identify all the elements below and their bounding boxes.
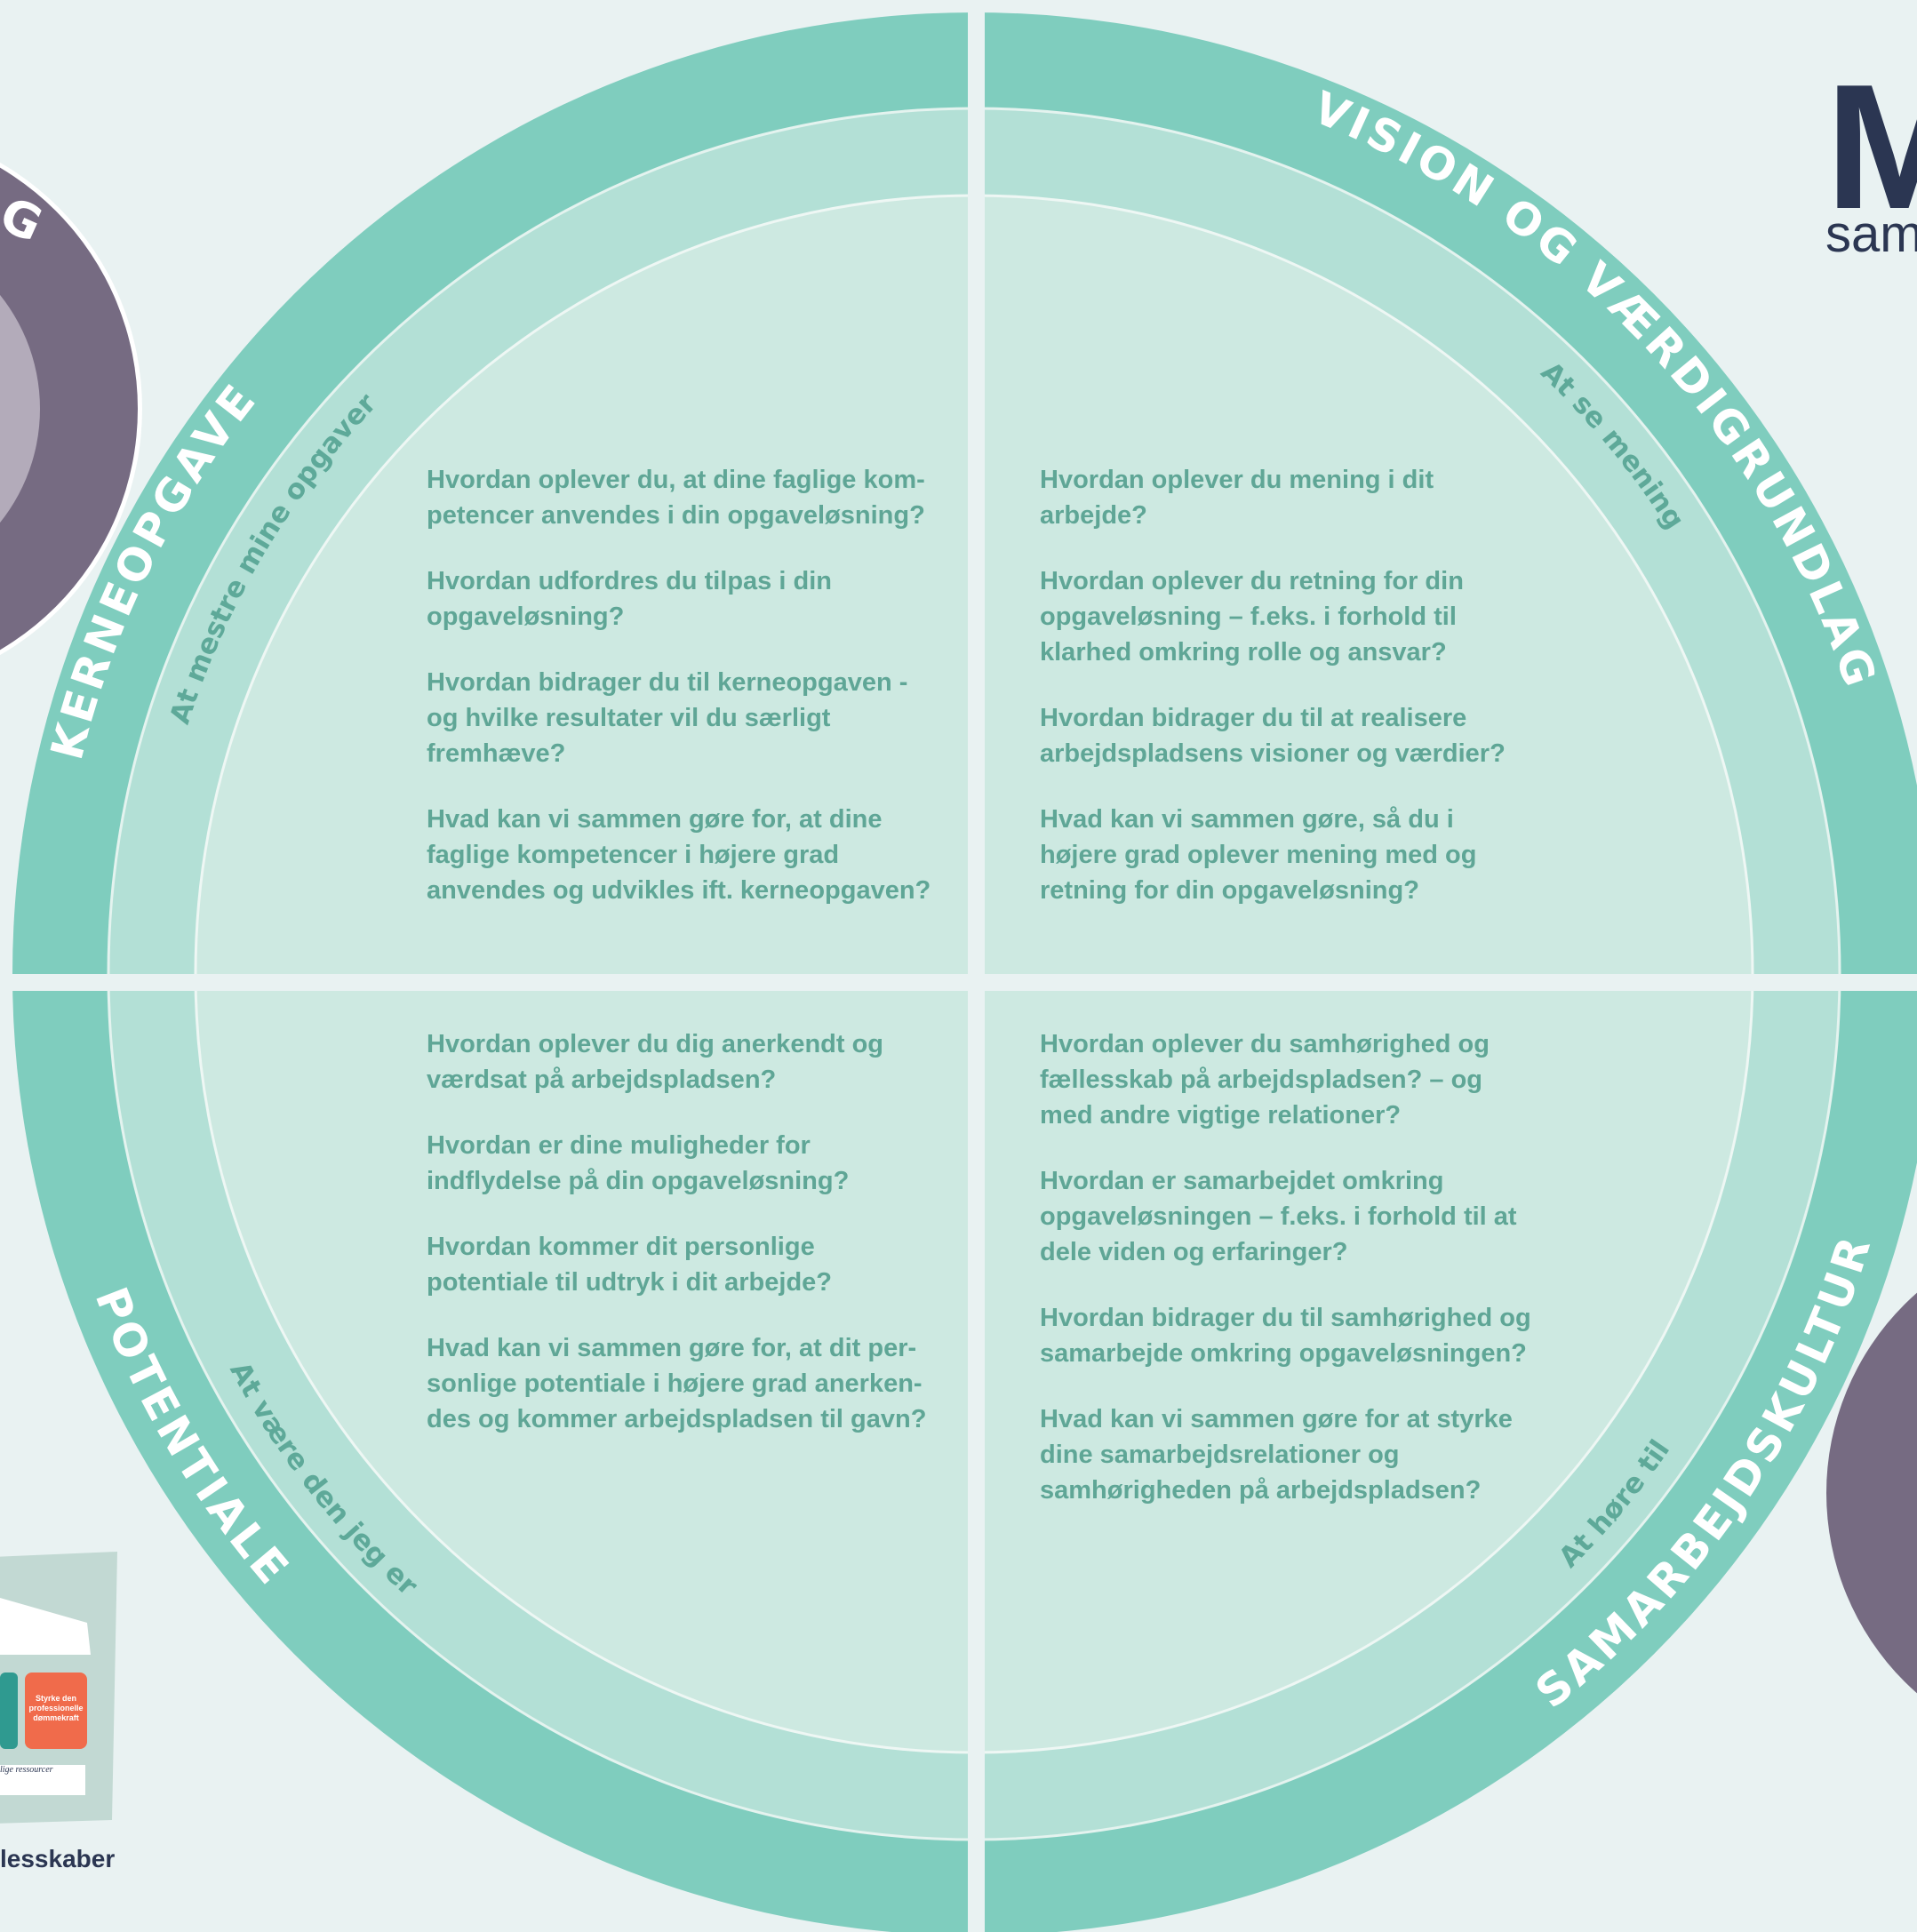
questions-vision: Hvordan oplever du mening i dit arbejde?… [1040,462,1538,938]
question: Hvordan udfordres du tilpas i din opgave… [427,567,832,631]
question: Hvad kan vi sammen gøre for, at dit per-… [427,1334,927,1433]
questions-kerneopgave: Hvordan oplever du, at dine faglige kom-… [427,462,933,938]
logo-subtitle: sam [1825,205,1917,263]
booklet-card-label: Styrke den professionelle dømmekraft [25,1673,87,1749]
question: Hvordan oplever du dig anerkendt og værd… [427,1030,884,1094]
right-side-circle [1826,1292,1917,1694]
question: Hvordan er samarbejdet omkring opgaveløs… [1040,1167,1517,1266]
question: Hvordan bidrager du til at realisere arb… [1040,704,1506,768]
question: Hvordan oplever du retning for din opgav… [1040,567,1464,667]
question: Hvordan oplever du, at dine faglige kom-… [427,466,925,530]
question: Hvordan bidrager du til samhørighed og s… [1040,1304,1531,1368]
vertical-divider [968,0,985,1932]
booklet-footer-text: lige ressourcer [0,1765,53,1775]
booklet-caption: lesskaber [0,1845,116,1872]
question: Hvordan oplever du samhørighed og fælles… [1040,1030,1490,1130]
question: Hvordan kommer dit personlige potentiale… [427,1233,832,1297]
question: Hvordan er dine muligheder for indflydel… [427,1131,850,1195]
question: Hvad kan vi sammen gøre, så du i højere … [1040,805,1477,905]
question: Hvordan bidrager du til kerneopgaven - o… [427,668,908,768]
question: Hvad kan vi sammen gøre for at styrke di… [1040,1405,1513,1505]
questions-potentiale: Hvordan oplever du dig anerkendt og værd… [427,1026,929,1467]
question: Hvordan oplever du mening i dit arbejde? [1040,466,1434,530]
questions-samarbejdskultur: Hvordan oplever du samhørighed og fælles… [1040,1026,1538,1538]
left-side-circle: G [0,162,142,656]
question: Hvad kan vi sammen gøre for, at dine fag… [427,805,931,905]
horizontal-divider [0,974,1917,991]
logo-letter: M [1825,48,1917,246]
